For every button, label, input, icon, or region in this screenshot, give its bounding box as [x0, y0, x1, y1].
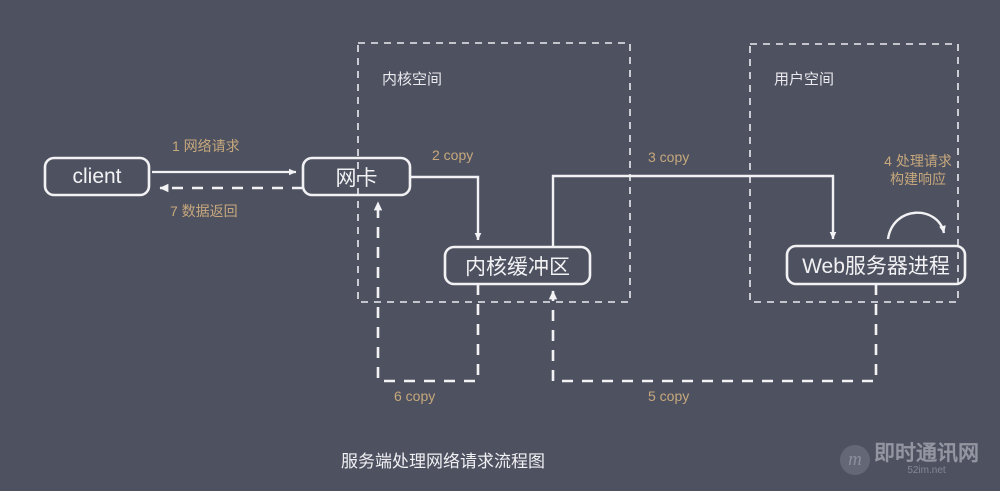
edge-4-process-path — [886, 211, 946, 240]
zone-kernel-space-label: 内核空间 — [382, 71, 443, 88]
edge-4-process-label: 4 处理请求 构建响应 — [863, 153, 973, 188]
zone-user-space-label: 用户空间 — [774, 71, 835, 88]
edge-5-copy-path — [548, 284, 878, 383]
watermark-url: 52im.net — [907, 465, 946, 476]
node-web-server-process-box[interactable] — [785, 244, 967, 286]
edge-4-process-label-line2: 构建响应 — [890, 170, 946, 187]
diagram-caption: 服务端处理网络请求流程图 — [341, 452, 545, 471]
edge-2-copy-path — [410, 175, 482, 241]
edge-6-copy-path — [373, 201, 480, 383]
zone-kernel-space-box — [357, 42, 631, 303]
watermark: m 即时通讯网 52im.net — [840, 443, 979, 476]
edge-3-copy-path — [551, 174, 837, 247]
edge-3-copy-label: 3 copy — [648, 149, 690, 165]
node-kernel-buffer-box[interactable] — [443, 245, 592, 286]
watermark-logo-icon: m — [840, 444, 870, 475]
zone-user-space-box — [749, 43, 959, 303]
node-nic-box[interactable] — [301, 156, 412, 197]
edge-6-copy-label: 6 copy — [394, 388, 436, 404]
edge-5-copy-label: 5 copy — [648, 388, 690, 404]
edge-4-process-label-line1: 4 处理请求 — [884, 153, 952, 169]
edge-2-copy-label: 2 copy — [432, 147, 474, 163]
edge-7-data-return-label: 7 数据返回 — [170, 203, 238, 219]
watermark-title: 即时通讯网 — [874, 442, 979, 465]
edge-1-network-request-label: 1 网络请求 — [172, 138, 240, 154]
node-client-box[interactable] — [43, 156, 151, 197]
